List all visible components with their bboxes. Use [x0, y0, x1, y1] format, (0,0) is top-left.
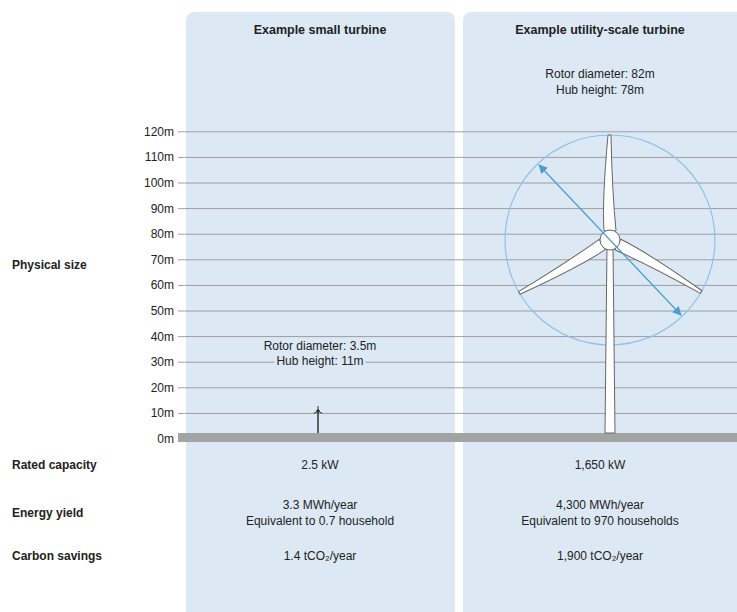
value-text: Hub height: 78m	[554, 83, 646, 97]
column-panel	[186, 12, 455, 612]
column-panel	[463, 12, 737, 612]
value-text: Equivalent to 970 households	[521, 514, 678, 528]
axis-tick: 120m	[144, 125, 174, 139]
axis-tick: 80m	[151, 227, 174, 241]
value-text: Hub height: 11m	[274, 354, 365, 368]
axis-tick: 20m	[151, 381, 174, 395]
axis-tick: 30m	[151, 355, 174, 369]
axis-tick: 10m	[151, 406, 174, 420]
value-text: Rotor diameter: 82m	[543, 67, 656, 81]
axis-tick: 90m	[151, 202, 174, 216]
axis-tick: 60m	[151, 278, 174, 292]
value-text: Rotor diameter: 3.5m	[262, 339, 379, 353]
column-panel: Example small turbineRotor diameter: 3.5…	[186, 12, 455, 612]
grid-line	[178, 208, 737, 209]
grid-line	[178, 413, 737, 414]
small-turbine	[314, 406, 323, 433]
grid-line	[178, 311, 737, 312]
axis-tick: 40m	[151, 330, 174, 344]
row-label: Carbon savings	[12, 549, 102, 563]
row-label: Energy yield	[12, 506, 83, 520]
grid-line	[178, 157, 737, 158]
axis-tick: 50m	[151, 304, 174, 318]
grid-line	[178, 234, 737, 235]
axis-tick: 0m	[157, 432, 174, 446]
row-label: Rated capacity	[12, 458, 97, 472]
value-text: 4,300 MWh/year	[556, 498, 644, 512]
value-text: 2.5 kW	[301, 458, 338, 472]
axis-tick: 70m	[151, 253, 174, 267]
grid-lines	[178, 132, 737, 439]
ground	[178, 433, 737, 442]
grid-line	[178, 362, 737, 363]
column-heading: Example small turbine	[254, 23, 387, 37]
axis-tick: 100m	[144, 176, 174, 190]
utility-turbine	[505, 135, 715, 433]
column-panel: Example utility-scale turbineRotor diame…	[463, 12, 737, 612]
value-text: 1,900 tCO₂/year	[557, 549, 643, 563]
value-text: 3.3 MWh/year	[283, 498, 358, 512]
grid-line	[178, 183, 737, 184]
axis-tick: 110m	[145, 150, 174, 164]
column-heading: Example utility-scale turbine	[515, 23, 685, 37]
grid-line	[178, 131, 737, 132]
row-label: Physical size	[12, 258, 87, 272]
value-text: 1.4 tCO₂/year	[284, 549, 357, 563]
value-text: Equivalent to 0.7 household	[246, 514, 394, 528]
grid-line	[178, 387, 737, 388]
value-text: 1,650 kW	[575, 458, 626, 472]
